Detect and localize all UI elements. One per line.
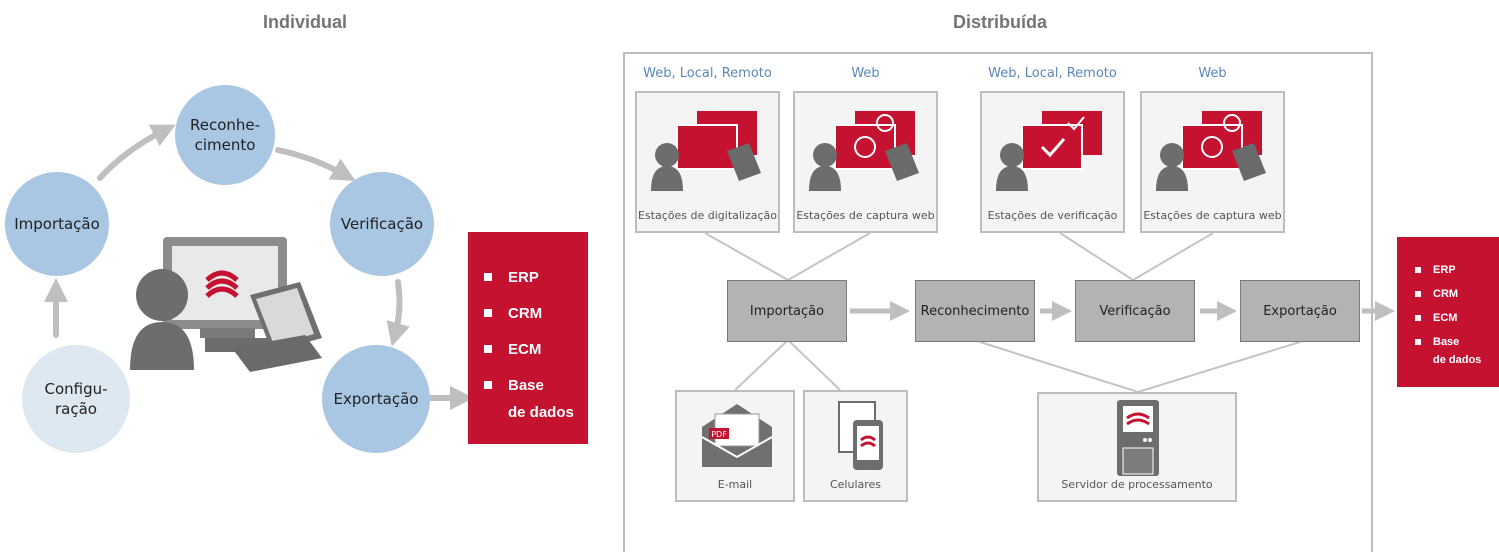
web-capture-station-icon (1156, 111, 1266, 191)
node-importacao: Importação (5, 172, 109, 276)
scan-station-icon (651, 111, 761, 191)
target-crm: CRM (468, 300, 588, 327)
source-label: E-mail (717, 478, 753, 491)
station-verification: Estações de verificação (980, 91, 1125, 233)
target-database: Base de dados (468, 372, 588, 426)
individual-targets-box: ERP CRM ECM Base de dados (468, 232, 588, 444)
step-importacao: Importação (727, 280, 847, 342)
node-reconhecimento: Reconhe- cimento (175, 85, 275, 185)
processing-server: Servidor de processamento (1037, 392, 1237, 502)
station-label: Estações de verificação (987, 209, 1118, 222)
verification-station-icon (996, 111, 1102, 191)
station-location: Web (851, 66, 880, 81)
node-verificacao: Verificação (330, 172, 434, 276)
station-location: Web (1198, 66, 1227, 81)
station-label: Estações de captura web (1143, 209, 1282, 222)
target-erp: ERP (468, 264, 588, 291)
station-location: Web, Local, Remoto (643, 66, 772, 81)
individual-title: Individual (262, 12, 347, 32)
station-scan: Estações de digitalização (635, 91, 780, 233)
station-web-capture: Estações de captura web (793, 91, 938, 233)
email-pdf-icon: PDF (701, 404, 773, 467)
server-icon (1117, 400, 1159, 476)
mobile-device-icon (838, 401, 883, 470)
source-label: Celulares (829, 478, 882, 491)
station-location: Web, Local, Remoto (988, 66, 1117, 81)
server-label: Servidor de processamento (1061, 478, 1213, 491)
distributed-frame (623, 52, 1373, 552)
node-exportacao: Exportação (322, 345, 430, 453)
target-ecm: ECM (1397, 309, 1499, 327)
web-capture-station-icon (809, 111, 919, 191)
step-verificacao: Verificação (1075, 280, 1195, 342)
station-label: Estações de digitalização (637, 209, 778, 222)
target-erp: ERP (1397, 261, 1499, 279)
distributed-title: Distribuída (952, 12, 1047, 32)
station-web-capture: Estações de captura web (1140, 91, 1285, 233)
node-configuracao: Configu- ração (22, 345, 130, 453)
target-ecm: ECM (468, 336, 588, 363)
target-crm: CRM (1397, 285, 1499, 303)
step-reconhecimento: Reconhecimento (915, 280, 1035, 342)
step-exportacao: Exportação (1240, 280, 1360, 342)
cycle-arrows (44, 124, 474, 410)
target-database: Base de dados (1397, 333, 1499, 369)
source-email: PDF E-mail (675, 390, 795, 502)
station-label: Estações de captura web (796, 209, 935, 222)
distributed-targets-box: ERP CRM ECM Base de dados (1397, 237, 1499, 387)
source-mobile: Celulares (803, 390, 908, 502)
pdf-badge: PDF (711, 430, 727, 439)
